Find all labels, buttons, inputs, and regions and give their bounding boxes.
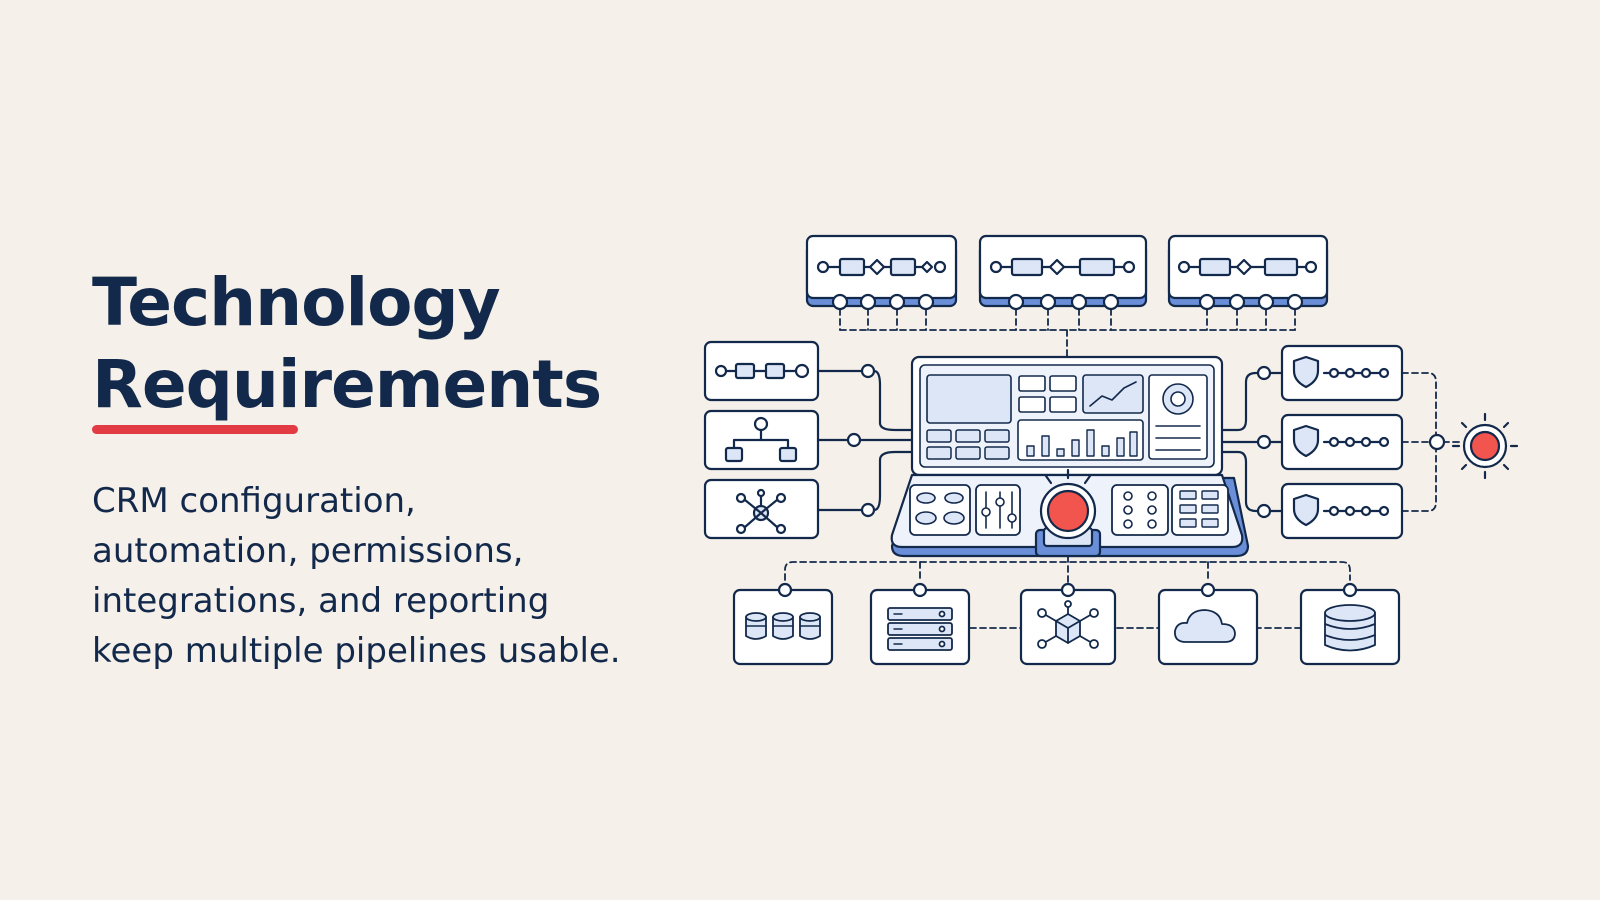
network-hub-icon (735, 488, 787, 535)
database-icon (1324, 604, 1376, 652)
left-connectors (816, 363, 914, 518)
description: CRM configuration, automation, permissio… (92, 476, 672, 676)
right-module-2 (1280, 413, 1404, 471)
description-line-2: automation, permissions, (92, 531, 524, 571)
right-module-1 (1280, 344, 1404, 402)
workflow-diagram-icon (1177, 257, 1318, 277)
top-workflow-3 (1167, 234, 1329, 311)
top-workflow-1 (805, 234, 958, 311)
title-line-2: Requirements (92, 346, 602, 423)
right-connectors (1220, 365, 1284, 519)
description-line-1: CRM configuration, (92, 481, 416, 521)
title-line-1: Technology (92, 264, 501, 341)
top-bus-connectors (839, 308, 1296, 358)
cloud-icon (1174, 609, 1236, 643)
shield-icon (1292, 493, 1320, 527)
page-title: Technology Requirements (92, 262, 602, 426)
database-cluster-icon (745, 612, 821, 640)
bottom-service-database (1299, 582, 1401, 666)
pipeline-flow-icon (714, 362, 810, 380)
alert-connectors (1401, 372, 1463, 512)
workflow-diagram-icon (989, 257, 1136, 277)
bottom-service-cloud (1157, 582, 1259, 666)
alert-light-icon (1451, 412, 1519, 480)
shield-icon (1292, 355, 1320, 389)
shield-icon (1292, 424, 1320, 458)
control-console-icon (890, 355, 1250, 558)
left-module-2 (703, 409, 820, 471)
left-module-3 (703, 478, 820, 540)
bottom-bus-connectors (784, 555, 1351, 629)
bottom-service-database-cluster (732, 582, 834, 666)
server-rack-icon (887, 607, 953, 651)
right-module-3 (1280, 482, 1404, 540)
cube-network-icon (1037, 600, 1099, 649)
title-underline (92, 425, 298, 434)
top-workflow-2 (978, 234, 1148, 311)
org-hierarchy-icon (724, 416, 798, 463)
description-line-3: integrations, and reporting (92, 581, 550, 621)
bottom-service-cube-network (1019, 582, 1117, 666)
bottom-service-server-rack (869, 582, 971, 666)
left-module-1 (703, 340, 820, 402)
workflow-diagram-icon (816, 257, 947, 277)
description-line-4: keep multiple pipelines usable. (92, 631, 621, 671)
